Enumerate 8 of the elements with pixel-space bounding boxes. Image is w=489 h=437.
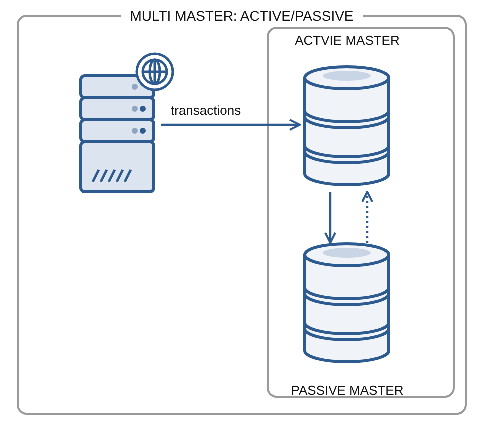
frame-title: MULTI MASTER: ACTIVE/PASSIVE bbox=[121, 8, 363, 24]
arrow bbox=[324, 192, 336, 244]
database-label: PASSIVE MASTER bbox=[290, 383, 405, 398]
database-label: ACTVIE MASTER bbox=[294, 33, 401, 48]
group-frame bbox=[266, 26, 454, 398]
arrow bbox=[161, 119, 301, 131]
arrow bbox=[362, 191, 374, 243]
edge-label: transactions bbox=[171, 103, 242, 118]
